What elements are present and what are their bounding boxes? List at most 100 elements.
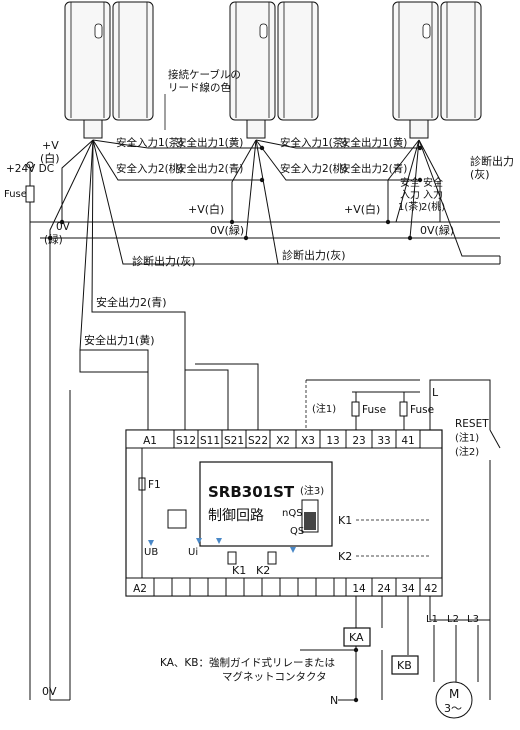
s2-safety-in-1: 安全入力1(茶) (280, 136, 347, 149)
relay-note-l2: マグネットコンタクタ (222, 670, 327, 683)
zero-v-color: (緑) (44, 233, 63, 246)
terminal-label-s21: S21 (224, 435, 244, 447)
phase-l3: L3 (467, 614, 479, 625)
terminal-label-24: 24 (377, 583, 391, 595)
k2-contacts-label: K2 (338, 550, 352, 563)
terminal-label-41: 41 (401, 435, 414, 447)
s3-plus-v: +V(白) (344, 202, 380, 216)
s2-safety-out-2: 安全出力2(青) (340, 162, 407, 175)
n-label: N (330, 694, 338, 707)
motor-label: M (449, 687, 459, 701)
controller-wiring (50, 300, 501, 719)
s1-safety-out-2: 安全出力2(青) (176, 162, 243, 175)
s2-safety-in-2: 安全入力2(桃) (280, 162, 347, 175)
s3-in1-l2: 入力 (400, 188, 420, 201)
note1-mark: (注1) (312, 402, 336, 415)
relay-note: KA、KB：強制ガイド式リレーまたはマグネットコンタクタ (160, 656, 335, 683)
diag-out-2: 診断出力(灰) (282, 248, 346, 262)
terminal-bottom-cell (333, 577, 347, 597)
qs-label: QS (290, 526, 304, 537)
terminal-label-x2: X2 (276, 435, 290, 447)
terminal-bottom-cell (171, 577, 191, 597)
s3-diag-out: 診断出力(灰) (470, 154, 514, 181)
kb-label: KB (397, 659, 412, 672)
terminal-bottom-cell (207, 577, 227, 597)
s2-safety-out-1: 安全出力1(黄) (340, 136, 407, 149)
l-label: L (432, 386, 439, 399)
terminal-label-23: 23 (352, 435, 365, 447)
controller-terminals-bottom: A2 14 24 34 42 (125, 577, 443, 597)
terminal-bottom-cell (297, 577, 317, 597)
controller-model: SRB301ST (208, 483, 295, 501)
terminal-bottom-cell (419, 577, 443, 597)
terminal-label-33: 33 (377, 435, 390, 447)
ka-label: KA (349, 631, 364, 644)
phase-l1: L1 (426, 614, 438, 625)
terminal-bottom-cell (153, 577, 173, 597)
reset-label: RESET (455, 418, 489, 430)
s1-plus-v-color: (白) (40, 151, 60, 165)
motor-sub: 3～ (444, 702, 462, 715)
terminal-bottom-cell (243, 577, 263, 597)
terminal-label-s22: S22 (248, 435, 268, 447)
f1-label: F1 (148, 479, 161, 491)
sensor-2 (229, 1, 319, 139)
diag-out-1: 診断出力(灰) (132, 254, 196, 268)
k2-label: K2 (256, 564, 270, 577)
s3-in1-l1: 安全 (400, 176, 420, 189)
s3-diag-l2: (灰) (470, 167, 490, 181)
supply-label: +24V DC (6, 163, 54, 175)
controller-note3: (注3) (300, 484, 324, 497)
s3-in2-l3: 2(桃) (421, 200, 445, 213)
cable-lead-note-l1: 接続ケーブルの (168, 68, 241, 81)
terminal-bottom-cell (189, 577, 209, 597)
terminal-label-13: 13 (326, 435, 339, 447)
phase-l2: L2 (447, 614, 459, 625)
s1-safety-in-2: 安全入力2(桃) (116, 162, 183, 175)
terminal-label-a2: A2 (133, 583, 147, 595)
terminal-label-42: 42 (424, 583, 437, 595)
ui-label: Ui (188, 547, 198, 558)
terminal-label-s11: S11 (200, 435, 220, 447)
control-circuit: 制御回路 (208, 508, 264, 524)
sensor-3 (392, 1, 482, 139)
relay-note-l1: KA、KB：強制ガイド式リレーまたは (160, 656, 335, 669)
controller (125, 429, 443, 597)
s3-in1-l3: 1(茶) (398, 200, 422, 213)
s1-safety-out-1: 安全出力1(黄) (176, 136, 243, 149)
sensor-1 (64, 1, 154, 139)
s3-zero-v: 0V(緑) (420, 223, 454, 237)
s2-plus-v: +V(白) (188, 202, 224, 216)
terminal-bottom-cell (279, 577, 299, 597)
fuse-label: Fuse (4, 189, 27, 200)
s1-safety-in-1: 安全入力1(茶) (116, 136, 183, 149)
terminal-bottom-cell (261, 577, 281, 597)
terminal-bottom-cell (225, 577, 245, 597)
safety-out-1-line: 安全出力1(黄) (84, 333, 155, 347)
zero-v-label: 0V (56, 221, 71, 233)
terminal-label-s12: S12 (176, 435, 196, 447)
terminal-bottom-cell (315, 577, 335, 597)
nqs-label: nQS (282, 508, 303, 519)
k1-contacts-label: K1 (338, 514, 352, 527)
ub-label: UB (144, 547, 158, 558)
cable-lead-note-l2: リード線の色 (168, 81, 231, 94)
reset-note2: (注2) (455, 445, 479, 458)
terminal-label-34: 34 (401, 583, 415, 595)
cable-lead-note: 接続ケーブルのリード線の色 (168, 68, 241, 94)
sensor-wiring (25, 139, 501, 700)
k1-label: K1 (232, 564, 246, 577)
terminal-label-x3: X3 (301, 435, 315, 447)
s3-in2-l2: 入力 (423, 188, 443, 201)
fuse33-label: Fuse (410, 404, 434, 416)
s3-diag-l1: 診断出力 (470, 154, 514, 168)
terminal-label-14: 14 (352, 583, 366, 595)
terminal-41 (395, 429, 421, 449)
s3-in2-l1: 安全 (423, 176, 443, 189)
reset-note1: (注1) (455, 431, 479, 444)
s1-plus-v: +V (42, 139, 59, 152)
zero-v-bottom: 0V (42, 685, 57, 698)
